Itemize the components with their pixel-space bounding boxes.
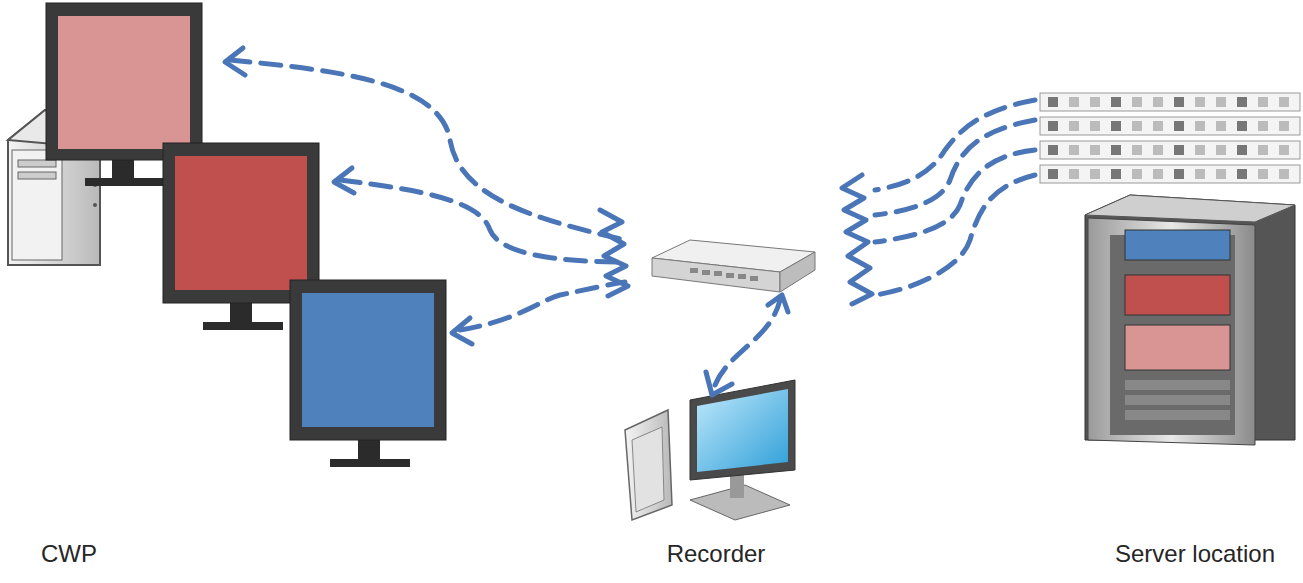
network-switch — [652, 240, 815, 292]
rack-servers — [1040, 93, 1300, 183]
server-cabinet — [1085, 195, 1295, 445]
caption-label: Recorder — [667, 540, 766, 568]
caption-label: CWP — [41, 540, 97, 568]
recorder-pc — [625, 380, 795, 520]
dashed-links — [225, 48, 1035, 395]
caption-label: Server location — [1115, 540, 1275, 568]
monitor — [290, 280, 446, 467]
